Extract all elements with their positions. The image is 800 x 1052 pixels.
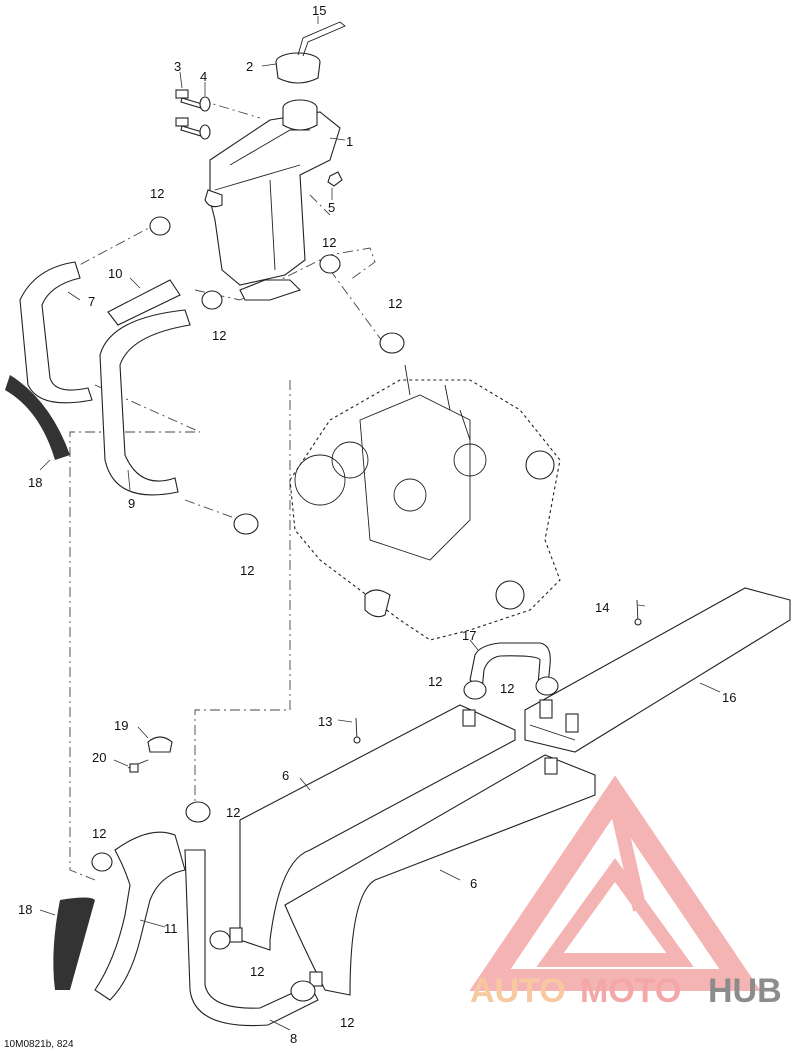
callout-5: 5: [328, 200, 335, 215]
callout-2: 2: [246, 59, 253, 74]
callout-17: 17: [462, 628, 476, 643]
callout-1: 1: [346, 134, 353, 149]
watermark-text: AUTO MOTO HUB: [470, 972, 782, 1010]
upper-hoses: [19, 261, 191, 496]
misc-hardware: [127, 599, 642, 773]
callout-16: 16: [722, 690, 736, 705]
callout-18a: 18: [28, 475, 42, 490]
watermark-text-auto: AUTO: [470, 972, 566, 1010]
protective-sleeves: [5, 375, 95, 990]
callout-12j: 12: [250, 964, 264, 979]
callout-20: 20: [92, 750, 106, 765]
callout-12c: 12: [212, 328, 226, 343]
callout-6b: 6: [470, 876, 477, 891]
watermark-text-moto: MOTO: [580, 972, 681, 1010]
callout-8: 8: [290, 1031, 297, 1046]
callout-10: 10: [108, 266, 122, 281]
callout-labels: 1 2 3 4 5 15 12 12 12 12 12 12 12 12 12 …: [4, 3, 736, 1050]
callout-12a: 12: [150, 186, 164, 201]
callout-12i: 12: [92, 826, 106, 841]
coolant-tank: [204, 99, 341, 301]
callout-11: 11: [164, 921, 178, 936]
callout-7: 7: [88, 294, 95, 309]
callout-12d: 12: [388, 296, 402, 311]
callout-4: 4: [200, 69, 207, 84]
engine: [289, 364, 561, 641]
watermark-text-hub: HUB: [708, 972, 782, 1010]
watermark-logo: [469, 775, 761, 991]
callout-13: 13: [318, 714, 332, 729]
leader-lines: [39, 16, 721, 1031]
callout-15: 15: [312, 3, 326, 18]
callout-19: 19: [114, 718, 128, 733]
callout-18b: 18: [18, 902, 32, 917]
callout-9: 9: [128, 496, 135, 511]
callout-12g: 12: [500, 681, 514, 696]
fasteners: [175, 89, 343, 187]
lower-hoses: [94, 831, 319, 1027]
callout-3: 3: [174, 59, 181, 74]
callout-12e: 12: [240, 563, 254, 578]
callout-12k: 12: [340, 1015, 354, 1030]
callout-12b: 12: [322, 235, 336, 250]
dashed-connection-lines: [69, 99, 386, 881]
callout-6a: 6: [282, 768, 289, 783]
tank-cap: [275, 21, 346, 84]
heat-exchangers: [229, 587, 791, 996]
callout-12f: 12: [428, 674, 442, 689]
diagram-reference: 10M0821b, 824: [4, 1039, 74, 1050]
callout-12h: 12: [226, 805, 240, 820]
hose-clamps: [91, 216, 559, 1002]
callout-14: 14: [595, 600, 609, 615]
